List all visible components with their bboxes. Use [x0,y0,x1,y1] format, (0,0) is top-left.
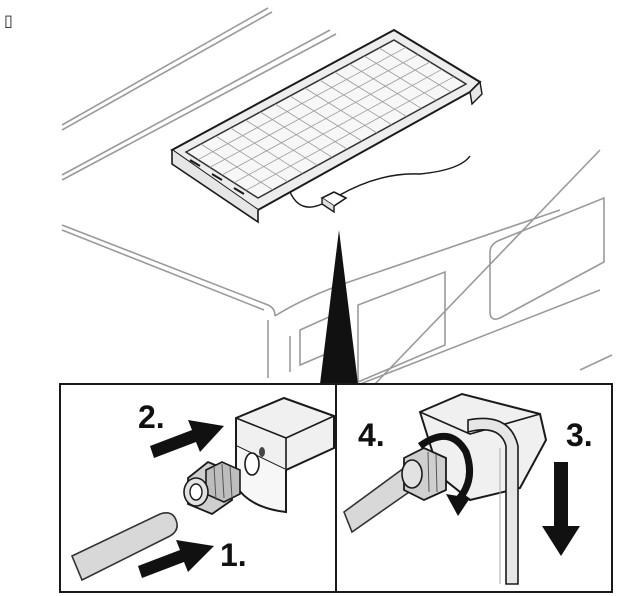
detail-pointer [320,230,358,384]
step-4-label: 4. [358,417,385,453]
allen-key-icon [467,417,519,585]
corner-glyph: ▯ [4,11,13,30]
arrow-step2 [150,420,224,458]
arrow-step1 [138,540,214,578]
vehicle-body [61,7,613,411]
left-detail: 2. 1. [70,396,335,582]
cable [70,512,178,582]
step-1-label: 1. [220,537,247,573]
rotate-arrow [417,433,474,516]
step-2-label: 2. [138,399,165,435]
solar-panel-icon [170,28,483,224]
right-detail: 4. 3. [343,392,593,585]
down-arrow [542,462,580,556]
cable-gland-right [401,447,447,501]
cable-gland-icon [183,460,241,516]
insert-arrows [138,420,224,578]
step-3-label: 3. [566,417,593,453]
junction-box-icon [235,396,335,514]
